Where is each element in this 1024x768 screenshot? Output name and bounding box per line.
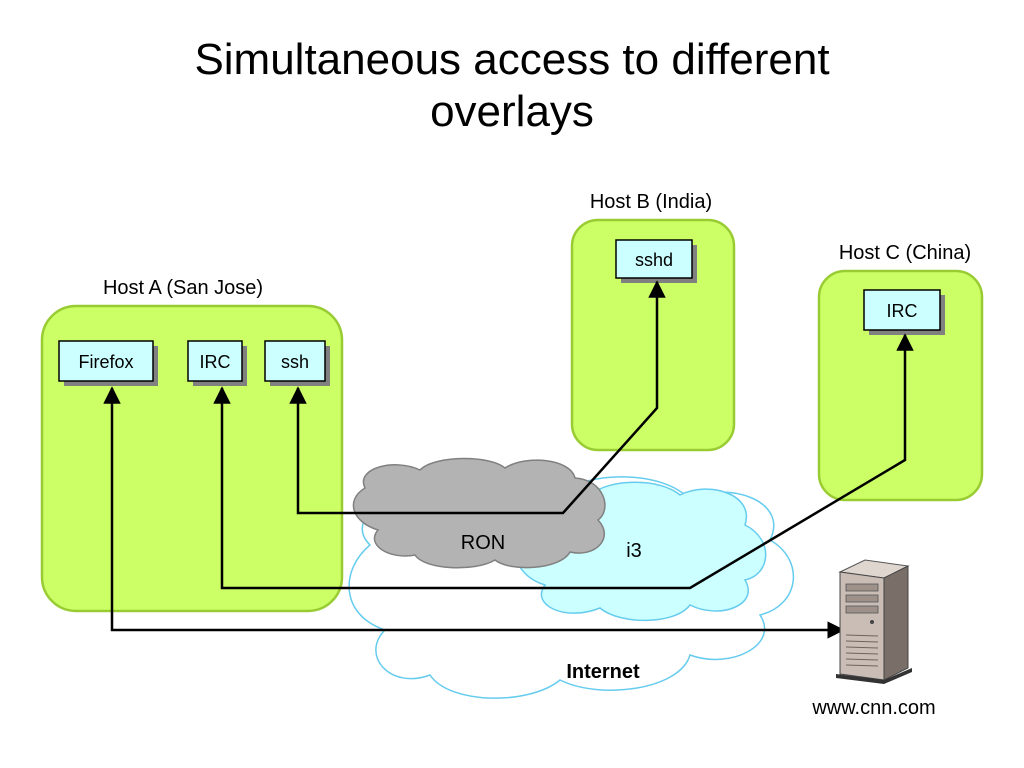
connection-firefox-to-server (103, 386, 845, 639)
app-sshd-label: sshd (635, 250, 673, 270)
app-sshd: sshd (615, 239, 697, 283)
slide-title: Simultaneous access to different overlay… (112, 34, 912, 138)
app-firefox-label: Firefox (78, 352, 133, 372)
host-c-label: Host C (China) (839, 242, 971, 264)
app-firefox: Firefox (58, 340, 158, 386)
app-ssh: ssh (264, 340, 330, 386)
host-a-label: Host A (San Jose) (103, 277, 263, 299)
app-irc-host-c: IRC (863, 289, 945, 335)
host-b-label: Host B (India) (590, 191, 712, 213)
ron-label: RON (461, 532, 505, 554)
internet-label: Internet (566, 661, 640, 683)
title-line-2: overlays (430, 87, 594, 136)
app-irc-c-label: IRC (887, 301, 918, 321)
server-label: www.cnn.com (811, 697, 935, 719)
server-tower-icon (836, 559, 912, 684)
app-irc-host-a: IRC (187, 340, 247, 386)
i3-label: i3 (626, 540, 642, 562)
title-line-1: Simultaneous access to different (194, 35, 830, 84)
app-irc-a-label: IRC (200, 352, 231, 372)
app-ssh-label: ssh (281, 352, 309, 372)
